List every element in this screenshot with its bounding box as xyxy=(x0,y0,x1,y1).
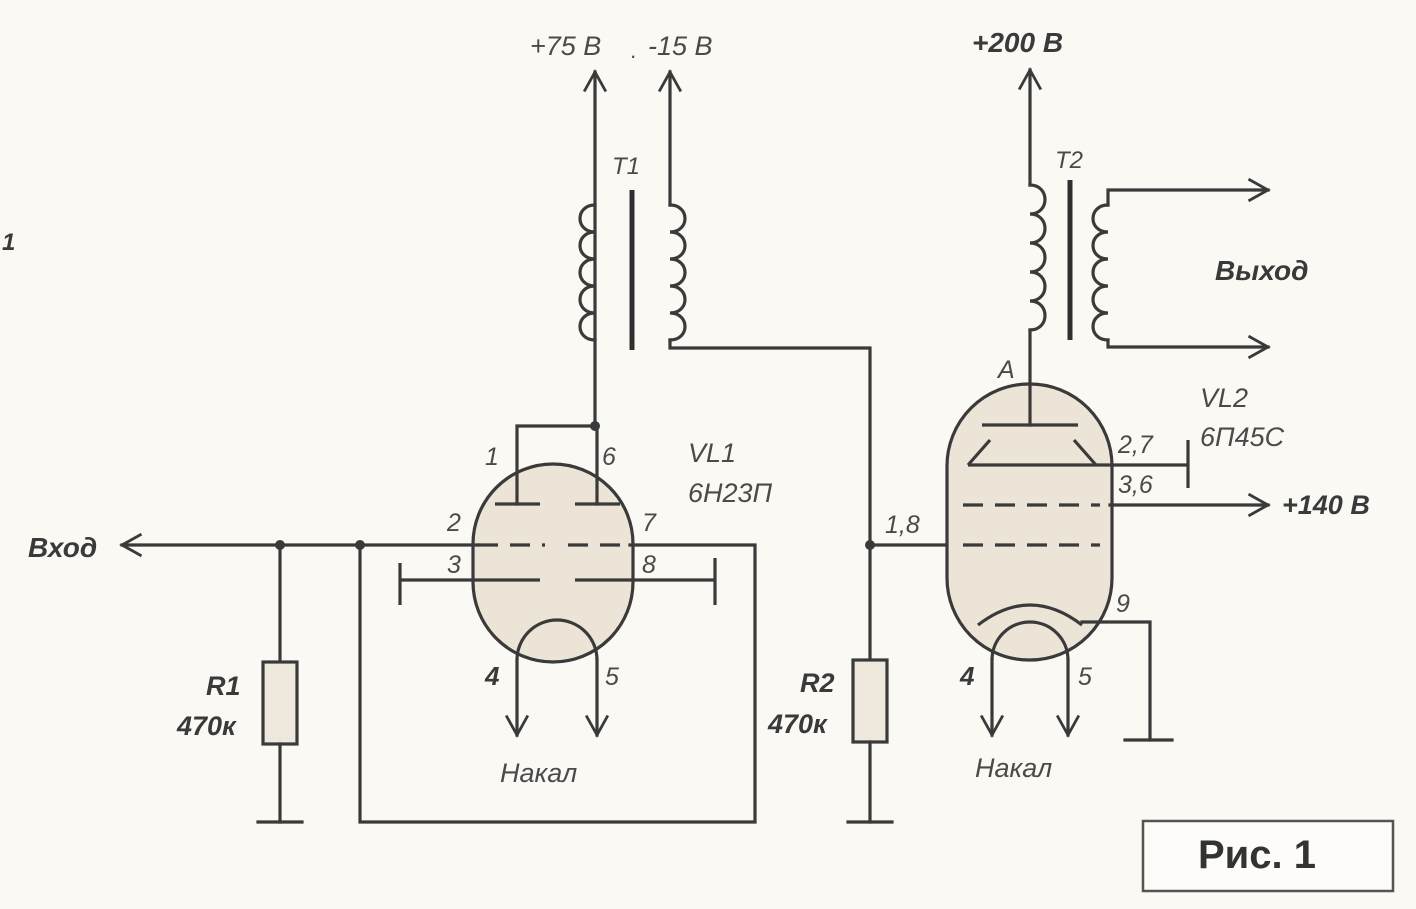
supply-minus15v: -15 В xyxy=(648,31,713,207)
svg-text:T1: T1 xyxy=(612,153,640,180)
supply-140v: +140 В xyxy=(1282,490,1370,520)
pin-label: A xyxy=(996,356,1015,384)
svg-text:-15 В: -15 В xyxy=(648,31,713,61)
resistor-r1-value: 470к xyxy=(176,711,237,741)
pin-label: 5 xyxy=(1078,663,1092,691)
tube-vl2 xyxy=(945,328,1271,742)
heater-label-vl2: Накал xyxy=(975,753,1052,783)
resistor-r2-value: 470к xyxy=(767,709,828,739)
svg-text:T2: T2 xyxy=(1055,147,1083,174)
resistor-r2 xyxy=(846,543,894,824)
output-label: Выход xyxy=(1215,255,1308,286)
svg-text:+75 В: +75 В xyxy=(530,31,601,61)
pin-label: 4 xyxy=(484,661,500,691)
resistor-r2-ref: R2 xyxy=(800,668,835,698)
heater-label-vl1: Накал xyxy=(500,758,577,788)
pin-label: 6 xyxy=(602,443,616,471)
transformer-t1: T1 xyxy=(578,153,687,350)
figure-caption: Рис. 1 xyxy=(1198,833,1316,877)
figure-caption-box: Рис. 1 xyxy=(1141,819,1395,893)
supply-75v: +75 В xyxy=(530,31,608,422)
resistor-r1 xyxy=(256,543,304,824)
svg-text:+200 В: +200 В xyxy=(972,27,1063,58)
tube-vl1-type: 6Н23П xyxy=(688,478,773,508)
tube-vl2-type: 6П45С xyxy=(1200,422,1285,452)
tube-vl2-ref: VL2 xyxy=(1200,383,1248,413)
pin-label: 3,6 xyxy=(1118,471,1153,499)
anode-junction xyxy=(590,421,600,431)
t1-secondary-wire xyxy=(668,338,872,547)
pin-label: 7 xyxy=(642,509,657,537)
supply-200v: +200 В xyxy=(972,27,1063,187)
input-label: Вход xyxy=(28,532,97,563)
supply-separator: . xyxy=(631,38,637,63)
pin-label: 5 xyxy=(605,663,619,691)
pin-label: 2,7 xyxy=(1117,431,1154,459)
pin-label: 1,8 xyxy=(885,511,920,539)
pin-label: 4 xyxy=(959,661,975,691)
pin-label: 3 xyxy=(447,551,461,579)
transformer-t2: T2 xyxy=(1028,147,1271,360)
tube-vl1 xyxy=(398,424,717,738)
pin-label: 8 xyxy=(642,551,656,579)
margin-mark: 1 xyxy=(2,229,15,256)
pin-label: 1 xyxy=(485,443,499,471)
pin-label: 9 xyxy=(1116,590,1130,618)
tube-vl1-ref: VL1 xyxy=(688,438,736,468)
resistor-r1-ref: R1 xyxy=(206,671,241,701)
pin-label: 2 xyxy=(446,509,461,537)
feedback-loop-wire xyxy=(358,543,757,824)
